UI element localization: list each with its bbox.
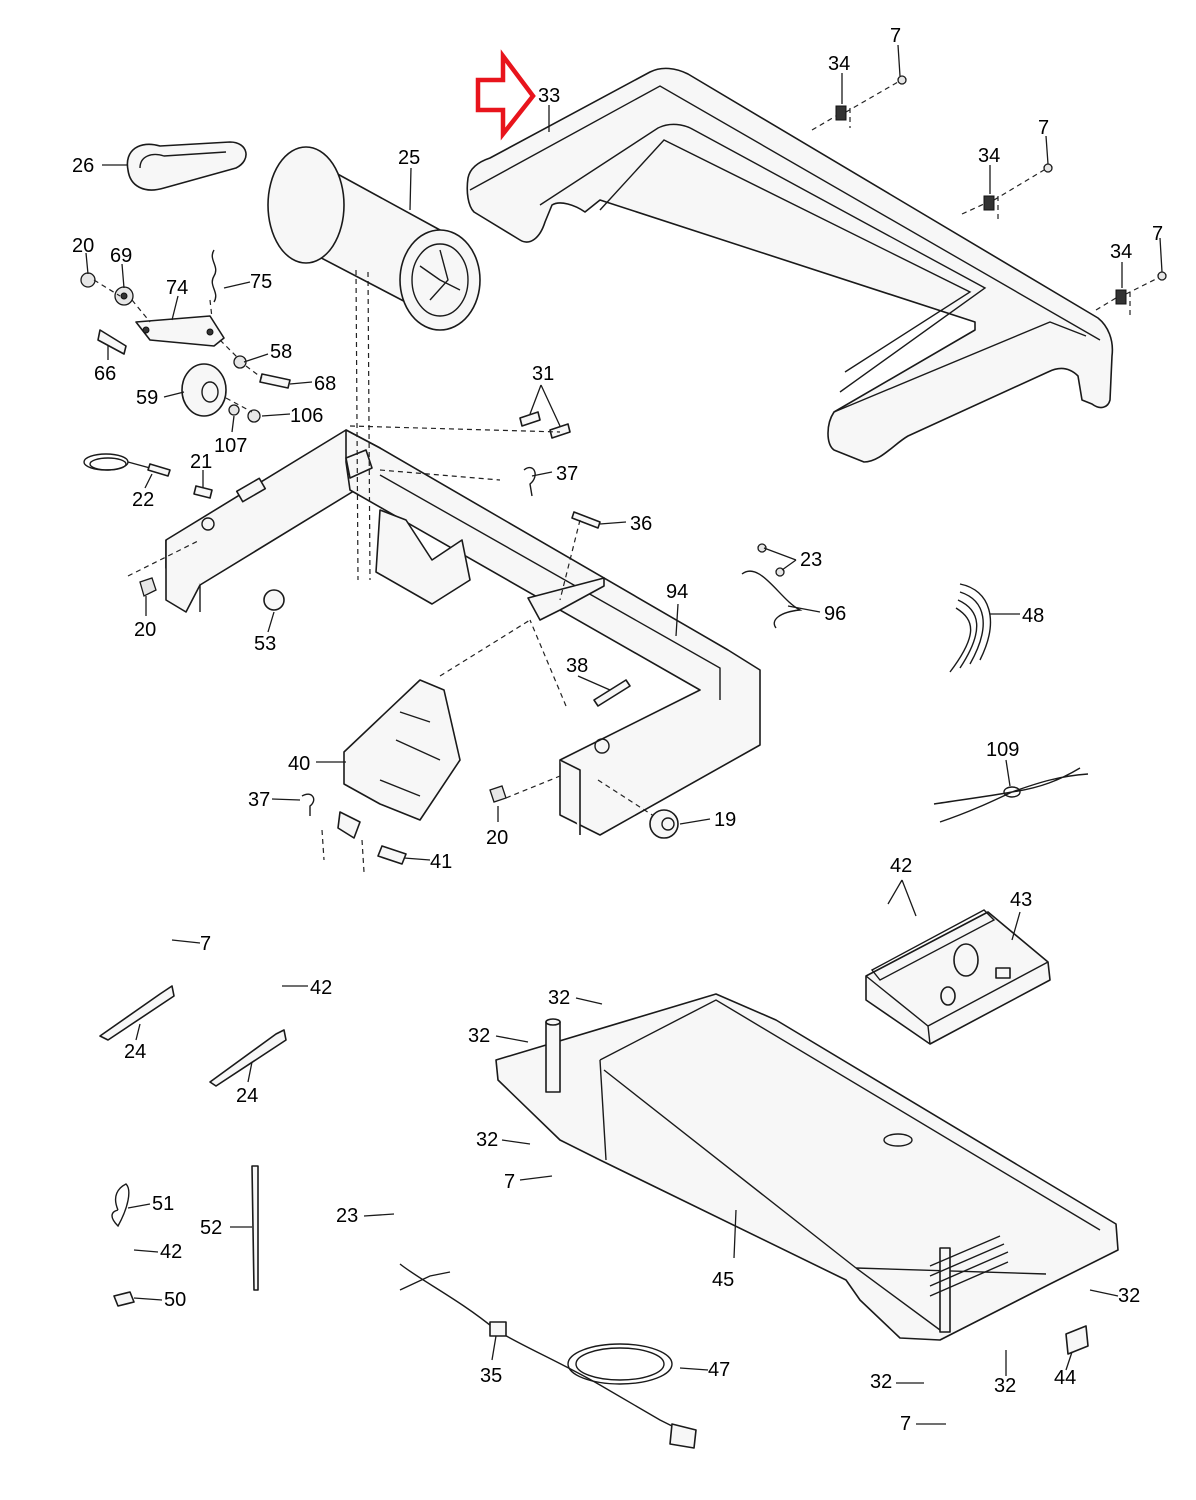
part-label-20: 20 [486,827,508,849]
part-label-34: 34 [828,53,850,75]
drive-belt-part-26 [126,141,247,191]
part-label-7: 7 [900,1413,911,1435]
part-label-22: 22 [132,489,154,511]
part-label-7: 7 [1152,223,1163,245]
power-cord-part-47 [399,1263,697,1449]
part-label-40: 40 [288,753,310,775]
part-label-42: 42 [160,1241,182,1263]
part-label-7: 7 [504,1171,515,1193]
wiring-parts [741,543,1089,823]
part-label-94: 94 [666,581,688,603]
part-label-75: 75 [250,271,272,293]
part-label-96: 96 [824,603,846,625]
part-label-47: 47 [708,1359,730,1381]
leader-lines [85,44,1163,1425]
part-label-25: 25 [398,147,420,169]
part-label-23: 23 [336,1205,358,1227]
frame-part-94 [165,429,761,836]
part-number-labels: 33 7 34 7 34 7 34 26 25 20 69 75 74 66 5… [72,25,1163,1435]
part-label-31: 31 [532,363,554,385]
part-label-7: 7 [1038,117,1049,139]
part-label-48: 48 [1022,605,1044,627]
part-label-42: 42 [890,855,912,877]
part-label-107: 107 [214,435,247,457]
part-label-37: 37 [248,789,270,811]
part-label-32: 32 [994,1375,1016,1397]
part-label-32: 32 [468,1025,490,1047]
switch-part-44 [1065,1325,1089,1355]
tension-assembly [80,249,291,423]
incline-motor-part-40 [301,619,679,873]
part-label-24: 24 [236,1085,258,1107]
motor-part-25 [267,146,481,331]
part-label-23: 23 [800,549,822,571]
part-label-42: 42 [310,977,332,999]
part-label-36: 36 [630,513,652,535]
part-label-45: 45 [712,1269,734,1291]
part-label-68: 68 [314,373,336,395]
part-label-34: 34 [1110,241,1132,263]
part-label-26: 26 [72,155,94,177]
part-label-35: 35 [480,1365,502,1387]
part-label-53: 53 [254,633,276,655]
controller-board-part-43 [865,909,1051,1045]
part-label-37: 37 [556,463,578,485]
part-label-41: 41 [430,851,452,873]
loose-parts [99,985,287,1307]
part-label-32: 32 [476,1129,498,1151]
highlight-arrow-icon [475,49,536,141]
part-label-43: 43 [1010,889,1032,911]
part-label-51: 51 [152,1193,174,1215]
part-label-38: 38 [566,655,588,677]
part-label-109: 109 [986,739,1019,761]
part-label-74: 74 [166,277,188,299]
part-label-21: 21 [190,451,212,473]
part-label-32: 32 [548,987,570,1009]
part-label-19: 19 [714,809,736,831]
frame-hardware [127,269,661,821]
part-label-44: 44 [1054,1367,1076,1389]
part-label-106: 106 [290,405,323,427]
part-label-20: 20 [134,619,156,641]
part-label-32: 32 [870,1371,892,1393]
motor-hood-base-part-45 [495,993,1119,1341]
part-label-50: 50 [164,1289,186,1311]
speed-sensor-cable [83,453,213,499]
part-label-33: 33 [538,85,560,107]
part-label-24: 24 [124,1041,146,1063]
part-label-7: 7 [200,933,211,955]
part-label-32: 32 [1118,1285,1140,1307]
hood-part-33 [466,67,1114,463]
part-label-20: 20 [72,235,94,257]
part-label-66: 66 [94,363,116,385]
part-label-34: 34 [978,145,1000,167]
part-label-7: 7 [890,25,901,47]
part-label-52: 52 [200,1217,222,1239]
part-label-59: 59 [136,387,158,409]
part-label-69: 69 [110,245,132,267]
part-label-58: 58 [270,341,292,363]
